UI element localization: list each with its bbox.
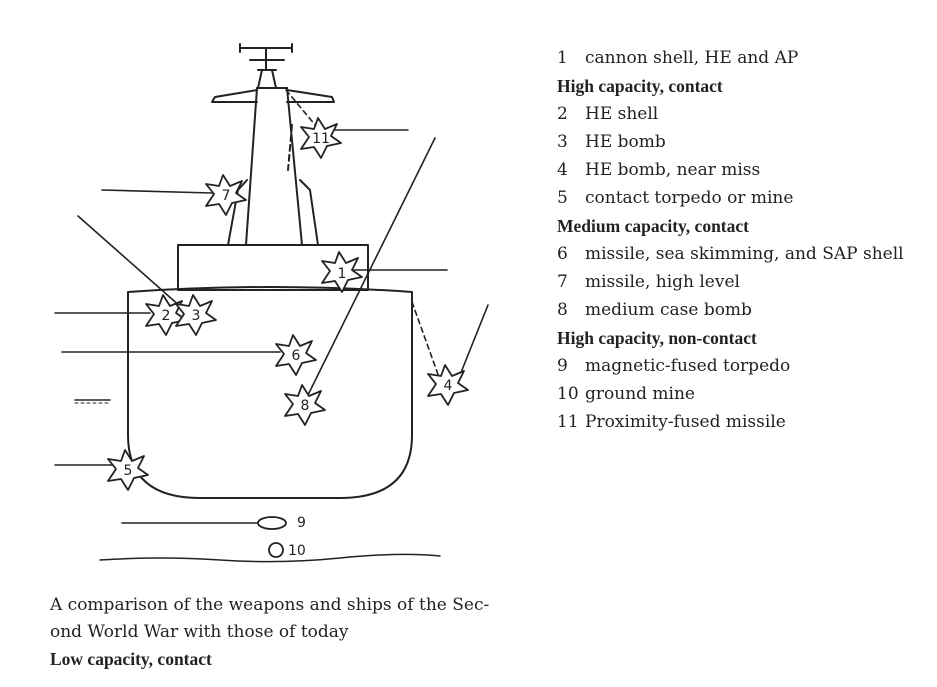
sea-bottom — [99, 553, 441, 563]
legend-item-number: 10 — [557, 384, 579, 404]
marker-5: 5 — [124, 463, 133, 479]
legend-item-number: 2 — [557, 104, 568, 124]
caption-heading: Low capacity, contact — [50, 649, 212, 669]
marker-9: 9 — [297, 515, 306, 531]
figure-caption: A comparison of the weapons and ships of… — [50, 592, 510, 673]
legend-item-number: 8 — [557, 300, 568, 320]
legend-item: 4 HE bomb, near miss — [557, 156, 927, 184]
mine-shape — [268, 542, 284, 558]
marker-4: 4 — [444, 378, 453, 394]
legend-heading: High capacity, contact — [557, 76, 723, 96]
legend-item-text: HE bomb — [585, 132, 666, 152]
yardarm — [211, 89, 335, 103]
legend-item-text: contact torpedo or mine — [585, 188, 794, 208]
legend-item-number: 1 — [557, 48, 568, 68]
marker-7: 7 — [222, 188, 231, 204]
legend-item-text: cannon shell, HE and AP — [585, 48, 799, 68]
legend-item-number: 4 — [557, 160, 568, 180]
legend-item-text: HE bomb, near miss — [585, 160, 761, 180]
marker-8: 8 — [301, 398, 310, 414]
legend-item-text: Proximity-fused missile — [585, 412, 786, 432]
caption-line-2: ond World War with those of today — [50, 622, 349, 642]
caption-line-1: A comparison of the weapons and ships of… — [50, 595, 490, 615]
legend-item: 2 HE shell — [557, 100, 927, 128]
trajectory-lines — [54, 89, 489, 524]
explosion-stars — [107, 117, 469, 491]
legend-heading: Medium capacity, contact — [557, 216, 749, 236]
ship-hit-diagram: 1 2 3 4 5 6 7 8 9 10 11 — [40, 30, 520, 570]
legend-item: 7 missile, high level — [557, 268, 927, 296]
legend-item-text: missile, high level — [585, 272, 740, 292]
legend-item: 5 contact torpedo or mine — [557, 184, 927, 212]
legend-item: 10 ground mine — [557, 380, 927, 408]
superstructure — [177, 244, 369, 291]
legend-item-text: missile, sea skimming, and SAP shell — [585, 244, 904, 264]
hull — [127, 286, 413, 499]
marker-11: 11 — [312, 131, 330, 147]
legend-item-number: 11 — [557, 412, 579, 432]
marker-1: 1 — [338, 266, 347, 282]
legend-item-text: medium case bomb — [585, 300, 752, 320]
legend-item-number: 7 — [557, 272, 568, 292]
legend-item: 3 HE bomb — [557, 128, 927, 156]
marker-10: 10 — [288, 543, 306, 559]
legend-item-number: 9 — [557, 356, 568, 376]
legend-item: 9 magnetic-fused torpedo — [557, 352, 927, 380]
legend-heading: High capacity, non-contact — [557, 328, 757, 348]
mast — [227, 87, 319, 246]
torpedo-shape — [257, 516, 287, 530]
marker-3: 3 — [192, 308, 201, 324]
legend-item: 1 cannon shell, HE and AP — [557, 44, 927, 72]
marker-2: 2 — [162, 308, 171, 324]
legend-item-number: 5 — [557, 188, 568, 208]
legend-item-number: 3 — [557, 132, 568, 152]
marker-6: 6 — [292, 348, 301, 364]
legend-item: 6 missile, sea skimming, and SAP shell — [557, 240, 927, 268]
legend-item-number: 6 — [557, 244, 568, 264]
mast-radar — [239, 43, 293, 89]
legend-item-text: HE shell — [585, 104, 659, 124]
legend-item: 11 Proximity-fused missile — [557, 408, 927, 436]
legend-item: 8 medium case bomb — [557, 296, 927, 324]
legend-item-text: ground mine — [585, 384, 695, 404]
weapons-legend: 1 cannon shell, HE and AP High capacity, c… — [557, 44, 927, 436]
legend-item-text: magnetic-fused torpedo — [585, 356, 791, 376]
